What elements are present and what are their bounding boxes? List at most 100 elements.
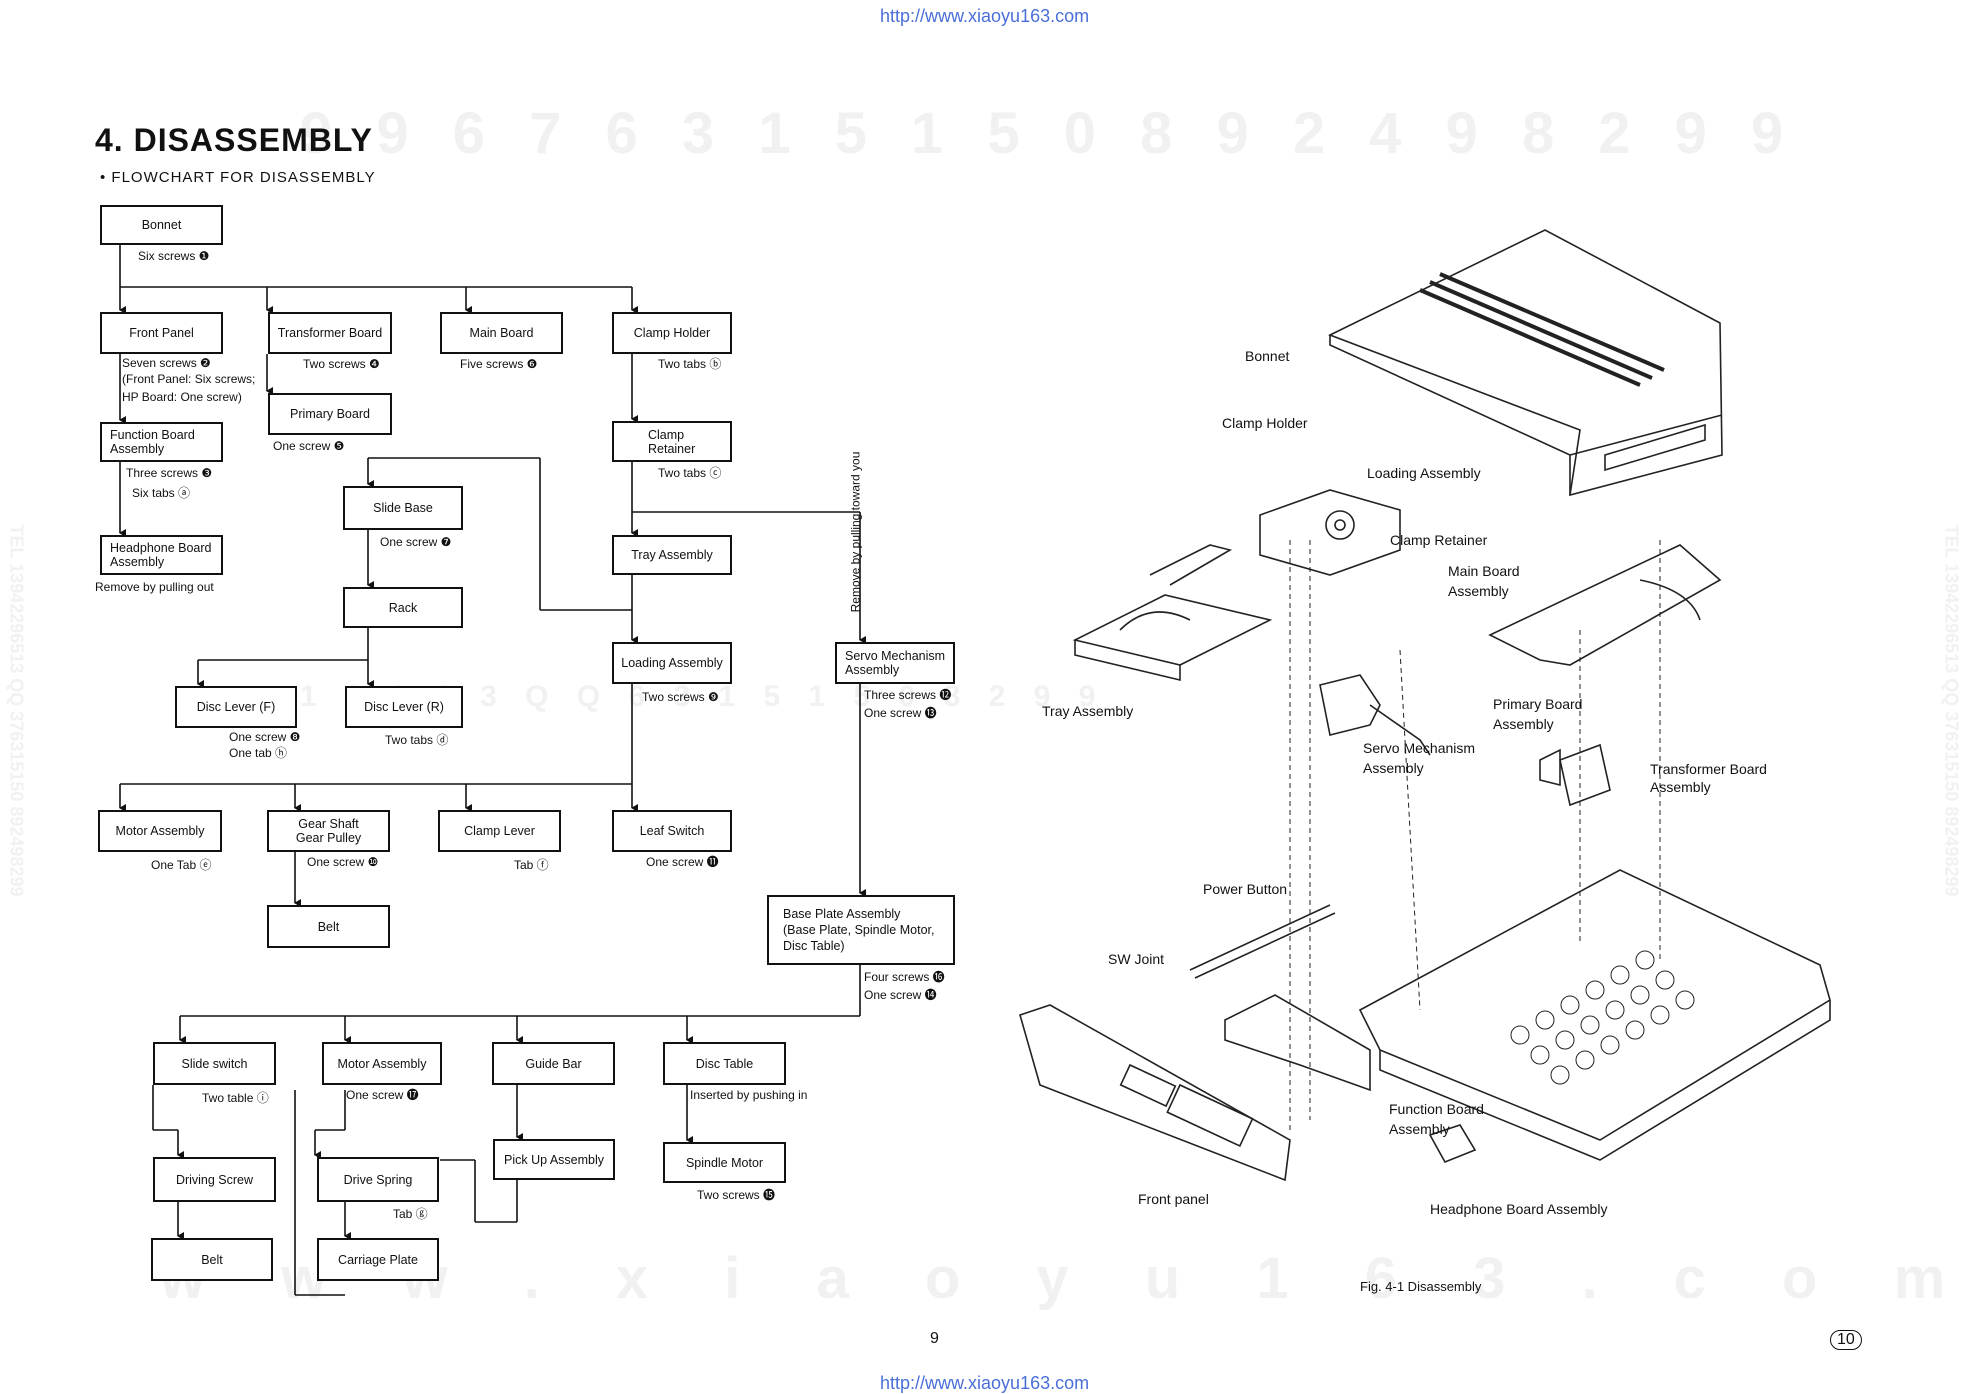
node-clamp-retainer: Clamp Retainer bbox=[612, 421, 732, 462]
note-servo-1: Three screws ⓬ bbox=[864, 688, 952, 702]
node-function-board-line1: Function Board bbox=[110, 428, 195, 442]
note-front-panel-1: Seven screws ❷ bbox=[122, 356, 211, 370]
tray-assembly-part bbox=[1072, 544, 1273, 682]
note-loading: Two screws ❾ bbox=[642, 690, 719, 704]
node-disc-lever-r: Disc Lever (R) bbox=[345, 686, 463, 728]
note-front-panel-3: HP Board: One screw) bbox=[122, 390, 242, 404]
note-function-board-2: Six tabs ⓐ bbox=[132, 486, 191, 500]
figure-caption: Fig. 4-1 Disassembly bbox=[1360, 1279, 1482, 1294]
label-bonnet: Bonnet bbox=[1245, 348, 1290, 364]
node-slide-switch: Slide switch bbox=[153, 1042, 276, 1085]
node-drive-spring: Drive Spring bbox=[317, 1157, 439, 1202]
node-carriage-plate: Carriage Plate bbox=[317, 1238, 439, 1281]
node-leaf-switch: Leaf Switch bbox=[612, 810, 732, 852]
node-spindle-motor: Spindle Motor bbox=[663, 1142, 786, 1183]
node-primary-board: Primary Board bbox=[268, 393, 392, 435]
node-main-board: Main Board bbox=[440, 312, 563, 354]
node-base-plate-line3: Disc Table) bbox=[783, 939, 845, 953]
note-main-board: Five screws ❻ bbox=[460, 357, 538, 371]
label-headphone-board: Headphone Board Assembly bbox=[1430, 1201, 1608, 1217]
label-servo-2: Assembly bbox=[1363, 760, 1424, 776]
note-base-plate-1: Four screws ⓰ bbox=[864, 970, 945, 984]
node-headphone-board-line2: Assembly bbox=[110, 555, 165, 569]
node-headphone-board-line1: Headphone Board bbox=[110, 541, 212, 555]
label-front-panel: Front panel bbox=[1138, 1191, 1209, 1207]
node-driving-screw: Driving Screw bbox=[153, 1157, 276, 1202]
note-clamp-holder: Two tabs ⓑ bbox=[658, 357, 722, 371]
node-bonnet: Bonnet bbox=[100, 205, 223, 245]
page-number-left: 9 bbox=[930, 1330, 939, 1347]
note-transformer: Two screws ❹ bbox=[303, 357, 380, 371]
note-front-panel-2: (Front Panel: Six screws; bbox=[122, 372, 256, 386]
note-disc-lever-f-1: One screw ❽ bbox=[229, 730, 301, 744]
main-board-part bbox=[1488, 544, 1722, 666]
node-motor-assembly-2: Motor Assembly bbox=[322, 1042, 442, 1085]
node-servo-line1: Servo Mechanism bbox=[845, 649, 946, 663]
node-pick-up: Pick Up Assembly bbox=[493, 1139, 615, 1180]
headphone-board-part bbox=[1428, 1124, 1477, 1164]
note-leaf-switch: One screw ⓫ bbox=[646, 855, 719, 869]
node-motor-assembly-1: Motor Assembly bbox=[98, 810, 222, 852]
bonnet-part bbox=[1327, 229, 1723, 497]
chassis-part bbox=[1358, 869, 1831, 1161]
node-guide-bar: Guide Bar bbox=[492, 1042, 615, 1085]
note-drive-spring: Tab ⓖ bbox=[393, 1207, 428, 1221]
node-gear-shaft: Gear Shaft Gear Pulley bbox=[267, 810, 390, 852]
function-board-part bbox=[1224, 994, 1371, 1092]
note-gear-shaft: One screw ❿ bbox=[307, 855, 379, 869]
node-base-plate-line2: (Base Plate, Spindle Motor, bbox=[783, 923, 935, 937]
note-disc-lever-f-2: One tab ⓗ bbox=[229, 746, 288, 760]
label-loading-assembly: Loading Assembly bbox=[1367, 465, 1481, 481]
watermark-bottom: w w w . x i a o y u 1 6 3 . c o m bbox=[160, 1246, 1975, 1311]
note-motor-assembly-1: One Tab ⓔ bbox=[151, 858, 212, 872]
node-belt-2: Belt bbox=[151, 1238, 273, 1281]
label-tray-assembly: Tray Assembly bbox=[1042, 703, 1134, 719]
note-primary-board: One screw ❺ bbox=[273, 439, 345, 453]
node-clamp-lever: Clamp Lever bbox=[438, 810, 561, 852]
label-function-board-1: Function Board bbox=[1389, 1101, 1484, 1117]
node-disc-table: Disc Table bbox=[663, 1042, 786, 1085]
node-loading-assembly: Loading Assembly bbox=[612, 642, 732, 684]
note-base-plate-2: One screw ⓮ bbox=[864, 988, 937, 1002]
node-servo-mechanism: Servo Mechanism Assembly bbox=[835, 642, 955, 684]
label-primary-board-1: Primary Board bbox=[1493, 696, 1583, 712]
note-bonnet: Six screws ❶ bbox=[138, 249, 210, 263]
node-disc-lever-f: Disc Lever (F) bbox=[175, 686, 297, 728]
note-disc-lever-r: Two tabs ⓓ bbox=[385, 733, 449, 747]
node-gear-shaft-line1: Gear Shaft bbox=[298, 817, 359, 831]
node-servo-line2: Assembly bbox=[845, 663, 900, 677]
power-button-part bbox=[1189, 904, 1336, 979]
node-slide-base: Slide Base bbox=[343, 486, 463, 530]
label-function-board-2: Assembly bbox=[1389, 1121, 1450, 1137]
watermark-top: 9 9 6 7 6 3 1 5 1 5 0 8 9 2 4 9 8 2 9 9 bbox=[300, 101, 1798, 166]
node-clamp-retainer-line1: Clamp bbox=[648, 427, 685, 442]
node-clamp-retainer-line2: Retainer bbox=[648, 441, 696, 456]
footer-url[interactable]: http://www.xiaoyu163.com bbox=[880, 1373, 1090, 1393]
label-transformer-2: Assembly bbox=[1650, 779, 1711, 795]
note-servo-2: One screw ⓭ bbox=[864, 706, 937, 720]
note-function-board-1: Three screws ❸ bbox=[126, 466, 213, 480]
label-clamp-retainer: Clamp Retainer bbox=[1390, 532, 1488, 548]
label-primary-board-2: Assembly bbox=[1493, 716, 1554, 732]
node-headphone-board: Headphone Board Assembly bbox=[100, 535, 223, 575]
note-clamp-retainer: Two tabs ⓒ bbox=[658, 466, 722, 480]
note-clamp-lever: Tab ⓕ bbox=[514, 858, 549, 872]
note-disc-table: Inserted by pushing in bbox=[690, 1088, 808, 1102]
loading-assembly-part bbox=[1259, 489, 1401, 576]
node-clamp-holder: Clamp Holder bbox=[612, 312, 732, 354]
page-number-right: 10 bbox=[1830, 1330, 1862, 1350]
node-rack: Rack bbox=[343, 587, 463, 628]
label-main-board-1: Main Board bbox=[1448, 563, 1520, 579]
header-url[interactable]: http://www.xiaoyu163.com bbox=[880, 6, 1090, 26]
note-slide-switch: Two table ⓘ bbox=[202, 1091, 269, 1105]
note-headphone: Remove by pulling out bbox=[95, 580, 214, 594]
label-main-board-2: Assembly bbox=[1448, 583, 1509, 599]
note-spindle-motor: Two screws ⓯ bbox=[697, 1188, 776, 1202]
node-belt-1: Belt bbox=[267, 905, 390, 948]
note-motor-assembly-2: One screw ⓱ bbox=[346, 1088, 419, 1102]
node-function-board-line2: Assembly bbox=[110, 442, 165, 456]
node-gear-shaft-line2: Gear Pulley bbox=[295, 831, 362, 845]
servo-mechanism-part bbox=[1319, 674, 1431, 756]
